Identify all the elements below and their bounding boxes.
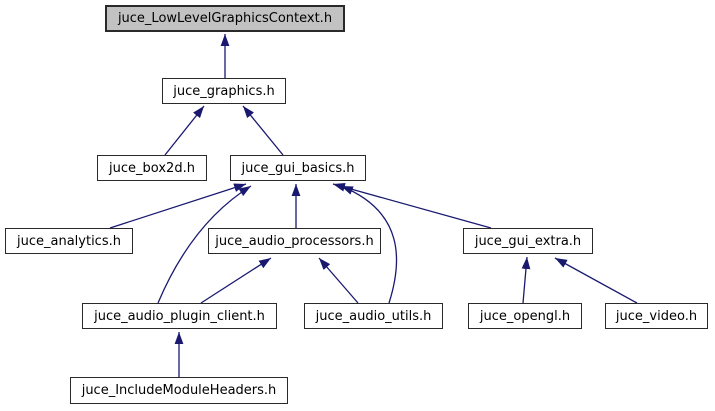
edge-juce_opengl_h-to-juce_gui_extra_h: [521, 256, 531, 304]
node-juce_gui_extra_h[interactable]: juce_gui_extra.h: [463, 228, 593, 254]
edge-juce_box2d_h-to-juce_graphics_h: [164, 105, 205, 156]
node-juce_gui_basics_h[interactable]: juce_gui_basics.h: [230, 155, 366, 181]
node-juce_box2d_h[interactable]: juce_box2d.h: [97, 155, 207, 181]
edge-juce_analytics_h-to-juce_gui_basics_h: [109, 183, 247, 229]
node-juce_audio_processors_h[interactable]: juce_audio_processors.h: [208, 228, 381, 254]
node-juce_graphics_h[interactable]: juce_graphics.h: [162, 78, 286, 104]
node-juce_opengl_h[interactable]: juce_opengl.h: [468, 303, 582, 329]
edge-juce_audio_utils_h-to-juce_gui_basics_h: [340, 185, 398, 304]
edge-juce_audio_plugin_client_h-to-juce_gui_basics_h: [157, 185, 252, 304]
node-juce_IncludeModuleHeaders_h[interactable]: juce_IncludeModuleHeaders.h: [70, 377, 288, 404]
edge-juce_gui_basics_h-to-juce_graphics_h: [242, 105, 284, 156]
node-juce_audio_plugin_client_h[interactable]: juce_audio_plugin_client.h: [82, 303, 277, 329]
edge-juce_audio_plugin_client_h-to-juce_audio_processors_h: [200, 257, 272, 304]
edge-juce_audio_utils_h-to-juce_audio_processors_h: [318, 257, 359, 304]
node-juce_video_h[interactable]: juce_video.h: [605, 303, 708, 329]
node-juce_analytics_h[interactable]: juce_analytics.h: [5, 228, 133, 254]
node-juce_LowLevelGraphicsContext_h: juce_LowLevelGraphicsContext.h: [105, 5, 345, 32]
edge-juce_gui_extra_h-to-juce_gui_basics_h: [332, 182, 492, 229]
node-juce_audio_utils_h[interactable]: juce_audio_utils.h: [304, 303, 443, 329]
edge-juce_video_h-to-juce_gui_extra_h: [554, 257, 638, 304]
